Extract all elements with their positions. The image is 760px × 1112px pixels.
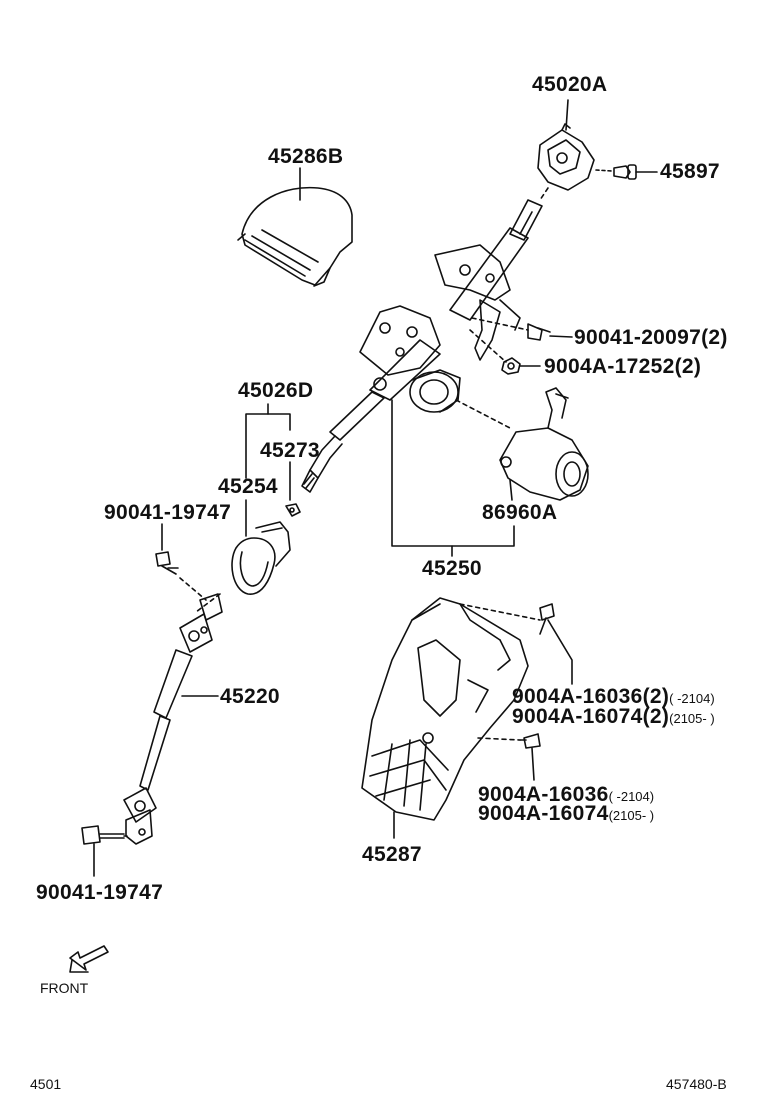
label-45286B: 45286B: [268, 145, 344, 168]
label-45897: 45897: [660, 160, 720, 183]
label-45250: 45250: [422, 557, 482, 580]
front-arrow-icon: [69, 945, 109, 973]
nut-9004A-17252: [501, 357, 521, 375]
leader-45020A: [565, 99, 569, 131]
dash-86960A: [455, 399, 511, 429]
bolt-90041-19747-bottom: [81, 825, 125, 845]
dash-9004A-16036: [477, 737, 521, 741]
label-45273: 45273: [260, 439, 320, 462]
dash-9004A-16036-2: [459, 603, 541, 621]
label-90041-20097: 90041-20097(2): [574, 326, 728, 349]
clip-45273: [285, 503, 301, 517]
bolt-90041-20097: [527, 323, 551, 341]
leader-9004A-16036-2: [547, 619, 573, 685]
label-9004A-16074-2: 9004A-16074(2)(2105- ): [512, 706, 715, 727]
dash-45897: [595, 169, 613, 172]
label-9004A-16074-2-note: (2105- ): [669, 711, 715, 726]
label-9004A-16036-2: 9004A-16036(2)( -2104): [512, 686, 715, 707]
column-cover-45286B: [237, 186, 353, 287]
bracket-45250: [391, 399, 515, 547]
leader-86960A: [509, 479, 513, 501]
footer-left-code: 4501: [30, 1076, 62, 1092]
label-9004A-16074-note: (2105- ): [608, 808, 655, 823]
label-9004A-16036-2-number: 9004A-16036(2): [512, 685, 670, 708]
label-45020A: 45020A: [532, 73, 608, 96]
label-9004A-16036: 9004A-16036( -2104): [478, 784, 654, 805]
label-9004A-16074: 9004A-16074(2105- ): [478, 803, 654, 824]
upper-bracket-45020A: [537, 123, 595, 191]
dash-45020A: [539, 187, 549, 201]
footer-right-code: 457480-B: [666, 1076, 727, 1092]
leader-90041-20097: [549, 335, 573, 338]
dash-90041-19747-top: [179, 577, 207, 601]
label-9004A-16036-2-note: ( -2104): [669, 691, 715, 706]
label-45287: 45287: [362, 843, 422, 866]
label-45254: 45254: [218, 475, 278, 498]
boot-45254: [231, 521, 291, 595]
lower-cover-45287: [361, 597, 529, 821]
label-86960A: 86960A: [482, 501, 558, 524]
label-90041-19747-bottom: 90041-19747: [36, 881, 164, 904]
label-9004A-16036-note: ( -2104): [608, 789, 655, 804]
label-9004A-16074-number: 9004A-16074: [478, 802, 609, 825]
label-45220: 45220: [220, 685, 280, 708]
dash-9004A-17252: [469, 329, 507, 363]
label-9004A-17252: 9004A-17252(2): [544, 355, 702, 378]
bolt-90041-19747-top: [155, 551, 179, 575]
tilt-motor-86960A: [499, 387, 589, 501]
label-45026D: 45026D: [238, 379, 314, 402]
label-9004A-16074-2-number: 9004A-16074(2): [512, 705, 670, 728]
intermediate-shaft-45220: [123, 593, 223, 845]
dash-boot: [195, 593, 221, 613]
label-90041-19747-top: 90041-19747: [104, 501, 232, 524]
screw-9004A-16036: [519, 733, 541, 749]
bolt-45897: [613, 164, 637, 180]
front-label: FRONT: [40, 980, 89, 996]
screw-9004A-16036-2: [539, 603, 555, 635]
label-9004A-16036-number: 9004A-16036: [478, 783, 609, 806]
dash-90041-20097: [471, 317, 529, 331]
leader-9004A-16036: [531, 747, 535, 781]
steering-column-45250: [301, 199, 543, 493]
